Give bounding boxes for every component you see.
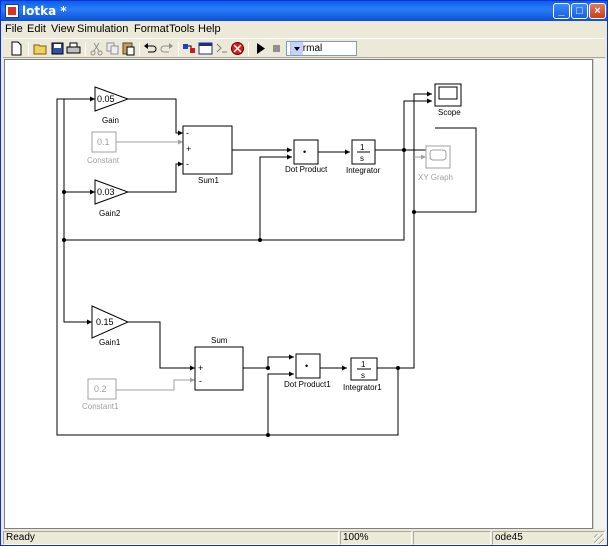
simulink-icon[interactable] xyxy=(5,4,19,18)
dot-product1-block[interactable]: • Dot Product1 xyxy=(284,353,331,389)
toolbar: Normal xyxy=(3,38,605,58)
sum-block[interactable]: + - Sum xyxy=(194,336,244,391)
library-browser-icon[interactable] xyxy=(182,41,197,56)
menu-help[interactable]: Help xyxy=(198,23,221,35)
sum-sign-1: + xyxy=(198,363,203,373)
gain-value: 0.05 xyxy=(97,94,115,104)
integrator1-label: Integrator1 xyxy=(343,383,382,392)
scope-block[interactable]: Scope xyxy=(434,83,462,117)
integrator-block[interactable]: 1 s Integrator xyxy=(346,139,381,175)
menu-file[interactable]: File xyxy=(5,23,23,35)
minimize-button[interactable]: _ xyxy=(553,3,570,19)
gain1-label: Gain1 xyxy=(99,338,121,347)
integrator-numerator: 1 xyxy=(360,143,365,152)
new-icon[interactable] xyxy=(9,41,24,56)
disabled-signal-lines[interactable] xyxy=(116,139,426,391)
cut-icon[interactable] xyxy=(89,41,104,56)
dot-product-symbol: • xyxy=(303,147,306,157)
dot-product1-symbol: • xyxy=(305,361,308,371)
integrator1-numerator: 1 xyxy=(361,360,366,369)
dot-product1-label: Dot Product1 xyxy=(284,380,331,389)
signal-lines[interactable] xyxy=(56,91,477,436)
constant1-label: Constant1 xyxy=(82,402,119,411)
gain-label: Gain xyxy=(102,116,119,125)
simulation-mode-value: Normal xyxy=(290,43,323,54)
sum1-sign-3: - xyxy=(186,159,189,169)
gain1-value: 0.15 xyxy=(96,317,114,327)
xy-graph-block[interactable]: XY Graph xyxy=(418,145,453,182)
close-button[interactable]: × xyxy=(589,3,606,19)
status-text: Ready xyxy=(3,531,339,545)
status-bar: Ready 100% ode45 xyxy=(3,531,605,545)
status-empty-cell xyxy=(413,531,491,545)
vertical-scrollbar[interactable] xyxy=(593,59,606,529)
play-icon[interactable] xyxy=(253,41,268,56)
block-diagram[interactable]: 0.05 Gain 0.1 Constant 0.03 Gain2 - + - xyxy=(5,60,594,530)
sum1-sign-1: - xyxy=(186,128,189,138)
copy-icon[interactable] xyxy=(105,41,120,56)
gain1-block[interactable]: 0.15 Gain1 xyxy=(91,305,130,347)
integrator-label: Integrator xyxy=(346,166,381,175)
integrator1-block[interactable]: 1 s Integrator1 xyxy=(343,357,382,392)
menu-tools[interactable]: Tools xyxy=(169,23,195,35)
menu-bar: File Edit View Simulation Format Tools H… xyxy=(3,22,605,37)
stop-sign-icon[interactable] xyxy=(230,41,245,56)
maximize-button[interactable]: □ xyxy=(571,3,588,19)
sum1-label: Sum1 xyxy=(198,176,219,185)
undo-icon[interactable] xyxy=(143,41,158,56)
gain2-block[interactable]: 0.03 Gain2 xyxy=(94,179,130,218)
junction-points xyxy=(62,148,416,437)
constant-label: Constant xyxy=(87,156,120,165)
resize-grip-icon[interactable] xyxy=(594,534,604,544)
model-canvas[interactable]: 0.05 Gain 0.1 Constant 0.03 Gain2 - + - xyxy=(4,59,593,529)
dot-product-label: Dot Product xyxy=(285,165,328,174)
integrator1-denominator: s xyxy=(361,371,365,380)
sum1-sign-2: + xyxy=(186,144,191,154)
stop-icon[interactable] xyxy=(269,41,284,56)
sum1-block[interactable]: - + - Sum1 xyxy=(182,125,233,185)
paste-icon[interactable] xyxy=(121,41,136,56)
constant1-block[interactable]: 0.2 Constant1 xyxy=(82,378,119,411)
title-bar[interactable]: lotka * _ □ × xyxy=(1,1,607,21)
simulation-mode-select[interactable]: Normal xyxy=(286,41,357,56)
menu-simulation[interactable]: Simulation xyxy=(77,23,129,35)
sum-label: Sum xyxy=(211,336,228,345)
xy-graph-label: XY Graph xyxy=(418,173,453,182)
window-title: lotka * xyxy=(22,4,67,18)
gain2-value: 0.03 xyxy=(97,187,115,197)
integrator-denominator: s xyxy=(360,154,364,163)
save-icon[interactable] xyxy=(50,41,65,56)
debug-icon[interactable] xyxy=(214,41,229,56)
gain-block[interactable]: 0.05 Gain xyxy=(94,86,130,125)
constant-block[interactable]: 0.1 Constant xyxy=(87,131,120,165)
redo-icon[interactable] xyxy=(159,41,174,56)
print-icon[interactable] xyxy=(66,41,81,56)
zoom-level: 100% xyxy=(340,531,412,545)
constant-value: 0.1 xyxy=(97,137,110,147)
chevron-down-icon[interactable] xyxy=(290,42,303,55)
open-icon[interactable] xyxy=(33,41,48,56)
model-explorer-icon[interactable] xyxy=(198,41,213,56)
menu-edit[interactable]: Edit xyxy=(27,23,46,35)
menu-view[interactable]: View xyxy=(51,23,75,35)
sum-sign-2: - xyxy=(199,376,202,386)
solver-name: ode45 xyxy=(492,531,605,545)
constant1-value: 0.2 xyxy=(94,384,107,394)
menu-format[interactable]: Format xyxy=(134,23,169,35)
gain2-label: Gain2 xyxy=(99,209,121,218)
scope-label: Scope xyxy=(438,108,461,117)
dot-product-block[interactable]: • Dot Product xyxy=(285,139,328,174)
